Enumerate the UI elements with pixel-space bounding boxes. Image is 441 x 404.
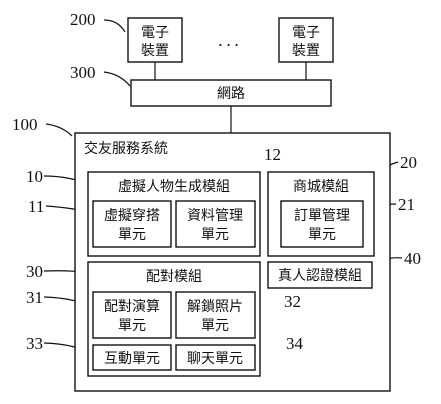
- data-mgmt-unit-box: [175, 200, 256, 248]
- matching-module: 配對模組 配對演算 單元 解鎖照片 單元 互動單元 聊天單元: [87, 261, 261, 377]
- network: 網路: [130, 79, 332, 107]
- leader-200: [103, 19, 126, 33]
- order-mgmt-unit-label-line2: 單元: [308, 227, 336, 243]
- unlock-photo-unit-box: [175, 291, 256, 339]
- chat-unit-label: 聊天單元: [187, 351, 243, 367]
- order-mgmt-unit-label-line1: 訂單管理: [294, 208, 350, 224]
- device-right-box: [278, 17, 334, 63]
- device-left-label-line2: 裝置: [141, 43, 169, 59]
- ref-200: 200: [70, 10, 96, 29]
- outfit-unit-box: [92, 200, 172, 248]
- ref-20: 20: [400, 153, 417, 172]
- ref-21: 21: [398, 195, 415, 214]
- dating-system-label: 交友服務系統: [84, 140, 168, 157]
- matching-algo-unit-box: [92, 291, 172, 339]
- order-mgmt-unit-box: [280, 200, 364, 248]
- matching-algo-unit-label-line1: 配對演算: [104, 299, 160, 315]
- mall-module: 商城模組 訂單管理 單元: [267, 171, 375, 257]
- ref-32: 32: [284, 292, 301, 311]
- ref-11: 11: [28, 197, 44, 216]
- ref-300: 300: [70, 63, 96, 82]
- interaction-unit-box: [92, 344, 172, 371]
- matching-algo-unit-label-line2: 單元: [118, 318, 146, 334]
- leader-300: [103, 71, 131, 87]
- data-mgmt-unit-label-line2: 單元: [201, 227, 229, 243]
- connector-lines: [154, 62, 307, 133]
- chat-unit-box: [175, 344, 256, 371]
- ref-100: 100: [12, 115, 38, 134]
- identity-module-box: [267, 261, 373, 289]
- ref-34: 34: [286, 334, 304, 353]
- outfit-unit-label-line1: 虛擬穿搭: [104, 208, 160, 224]
- ref-12: 12: [264, 145, 281, 164]
- identity-module-label: 真人認證模組: [278, 267, 362, 284]
- network-label: 網路: [217, 86, 245, 102]
- device-left-label-line1: 電子: [141, 25, 169, 41]
- ref-31: 31: [26, 288, 43, 307]
- ref-30: 30: [26, 262, 43, 281]
- unlock-photo-unit-label-line1: 解鎖照片: [187, 299, 243, 315]
- leader-100: [45, 123, 73, 137]
- avatar-module: 虛擬人物生成模組 虛擬穿搭 單元 資料管理 單元: [87, 171, 261, 257]
- network-box: [130, 79, 332, 107]
- dating-system: 交友服務系統 虛擬人物生成模組 虛擬穿搭 單元 資料管理 單元 商城模組 訂單管…: [74, 132, 391, 392]
- reference-numerals: 200 300 100 10 11 12 20 21 30 40 31 32 3…: [12, 10, 421, 353]
- device-ellipsis: ...: [218, 31, 242, 50]
- ref-33: 33: [26, 334, 43, 353]
- identity-module: 真人認證模組: [267, 261, 373, 289]
- unlock-photo-unit-label-line2: 單元: [201, 318, 229, 334]
- avatar-module-label: 虛擬人物生成模組: [118, 179, 230, 195]
- outfit-unit-label-line2: 單元: [118, 227, 146, 243]
- device-right-label-line1: 電子: [292, 25, 320, 41]
- data-mgmt-unit-label-line1: 資料管理: [187, 208, 243, 224]
- ref-10: 10: [26, 167, 43, 186]
- device-right: 電子 裝置: [278, 17, 334, 63]
- device-left-box: [127, 17, 183, 63]
- device-left: 電子 裝置: [127, 17, 183, 63]
- interaction-unit-label: 互動單元: [104, 351, 160, 367]
- device-right-label-line2: 裝置: [292, 43, 320, 59]
- ref-40: 40: [404, 249, 421, 268]
- matching-module-label: 配對模組: [146, 269, 202, 285]
- mall-module-label: 商城模組: [293, 179, 349, 195]
